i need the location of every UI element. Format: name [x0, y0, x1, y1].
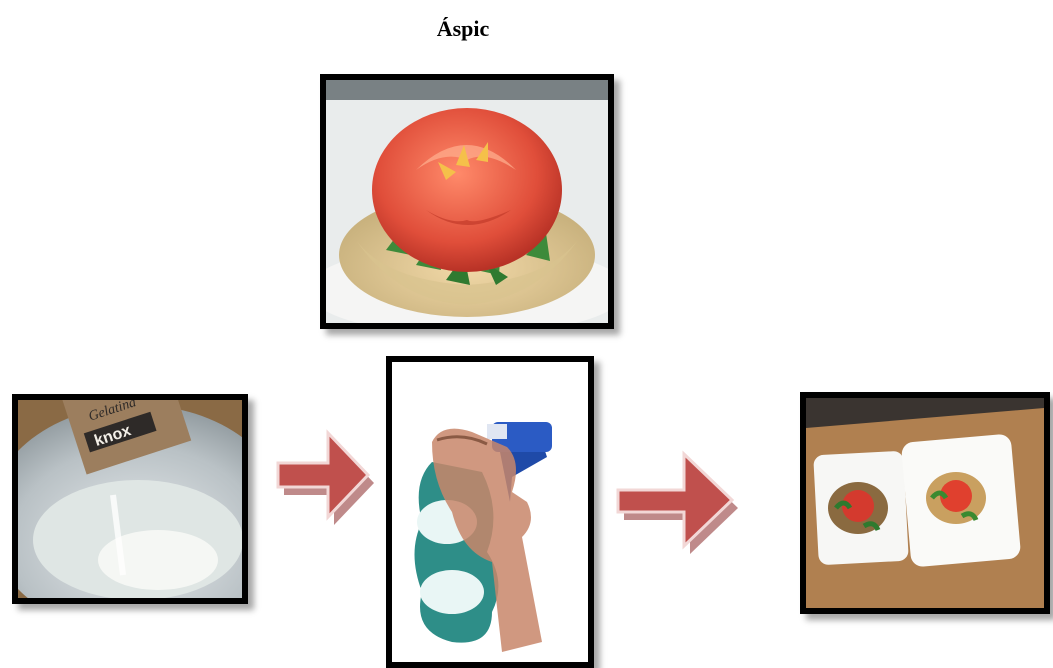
aspic-photo — [320, 74, 614, 329]
right-arrow-2 — [612, 432, 737, 572]
gelatin-photo: knox Gelatina — [12, 394, 248, 604]
page-title: Áspic — [0, 16, 926, 42]
spray-bottle-photo — [386, 356, 594, 668]
right-arrow-1 — [268, 405, 368, 540]
plated-photo — [800, 392, 1050, 614]
